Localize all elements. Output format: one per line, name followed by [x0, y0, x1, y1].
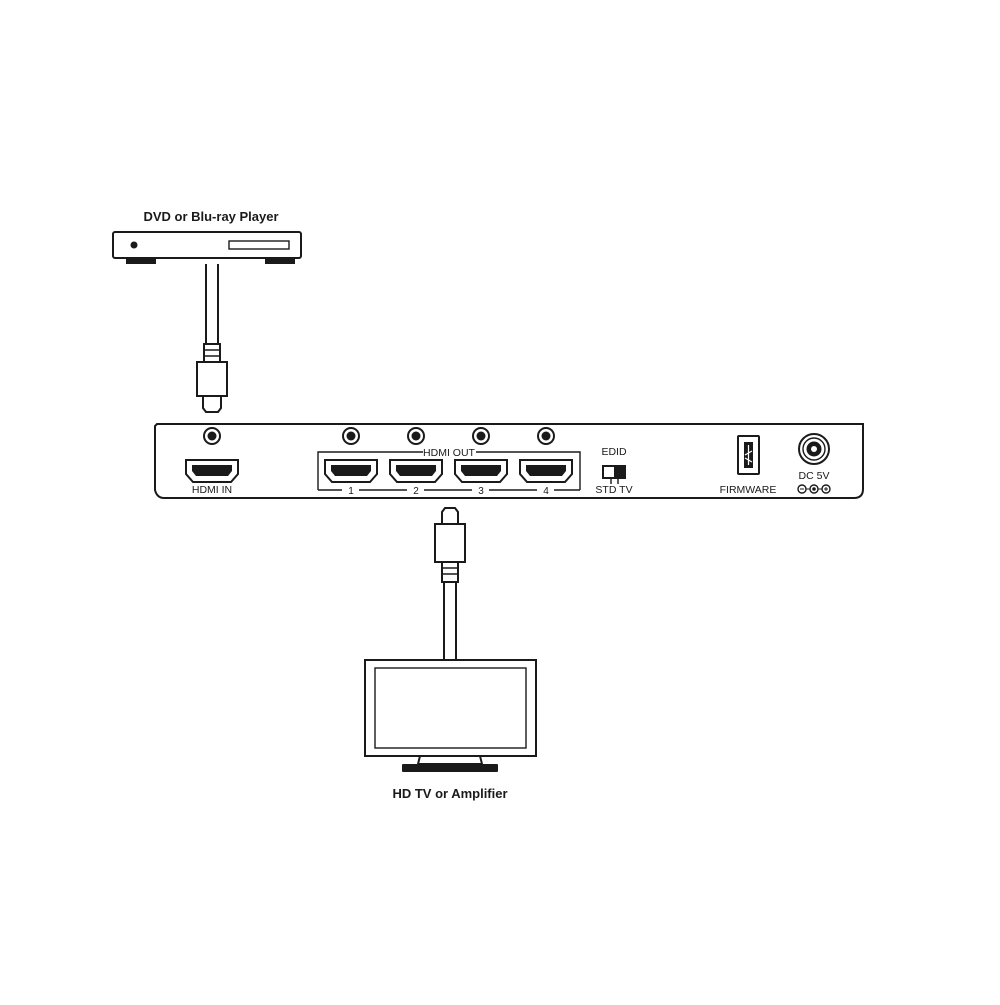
hdmi-out-port-2 — [389, 459, 443, 483]
hdmi-in-port: HDMI IN — [185, 427, 239, 496]
hdmi-out-port-3-label: 3 — [478, 486, 484, 497]
edid-switch-positions-label: STD TV — [595, 484, 632, 496]
edid-switch: EDID STD TV — [595, 446, 632, 496]
hdmi-cable-input — [196, 264, 228, 413]
splitter-outline — [154, 423, 864, 499]
dc-power-jack: DC 5V — [797, 433, 831, 494]
cable-output-connector-tip — [441, 507, 459, 525]
hdmi-splitter-panel: HDMI IN HDMI OUT 1 2 3 4 — [154, 423, 864, 499]
tv-bezel — [364, 659, 537, 757]
hdmi-out-label: HDMI OUT — [423, 447, 475, 459]
tv-monitor: HD TV or Amplifier — [364, 659, 537, 801]
hdmi-out-group: HDMI OUT 1 2 3 4 — [317, 447, 581, 497]
cable-output-strain-relief — [441, 561, 459, 583]
dvd-player-body — [112, 231, 302, 259]
cable-input-strain-relief — [203, 343, 221, 363]
tv-screen — [374, 667, 527, 749]
tv-caption: HD TV or Amplifier — [392, 786, 507, 801]
hdmi-out-port-1 — [324, 459, 378, 483]
tv-stand-base — [402, 764, 498, 772]
hdmi-in-label: HDMI IN — [192, 484, 232, 496]
dvd-player-foot-right — [265, 258, 295, 264]
dvd-player: DVD or Blu-ray Player — [112, 209, 302, 264]
cable-input-wire — [205, 264, 219, 346]
output-led-row — [342, 427, 555, 445]
cable-input-connector-body — [196, 361, 228, 397]
hdmi-out-port-4-label: 4 — [543, 486, 549, 497]
cable-output-connector-body — [434, 523, 466, 563]
dc-5v-label: DC 5V — [799, 470, 830, 482]
tv-stand-neck — [416, 755, 484, 765]
dvd-player-caption: DVD or Blu-ray Player — [143, 209, 278, 224]
hdmi-out-port-3 — [454, 459, 508, 483]
hdmi-out-port-4 — [519, 459, 573, 483]
cable-input-connector-tip — [202, 395, 222, 413]
cable-output-wire — [443, 582, 457, 660]
dvd-disc-slot — [228, 240, 290, 250]
hdmi-cable-output — [434, 507, 466, 660]
dc-polarity-icon — [797, 484, 831, 494]
edid-label: EDID — [601, 446, 627, 458]
usb-firmware-port: FIRMWARE — [720, 435, 777, 496]
hdmi-out-port-2-label: 2 — [413, 486, 419, 497]
hdmi-out-port-1-label: 1 — [348, 486, 354, 497]
dvd-player-foot-left — [126, 258, 156, 264]
dvd-power-indicator — [130, 241, 138, 249]
firmware-label: FIRMWARE — [720, 484, 777, 496]
